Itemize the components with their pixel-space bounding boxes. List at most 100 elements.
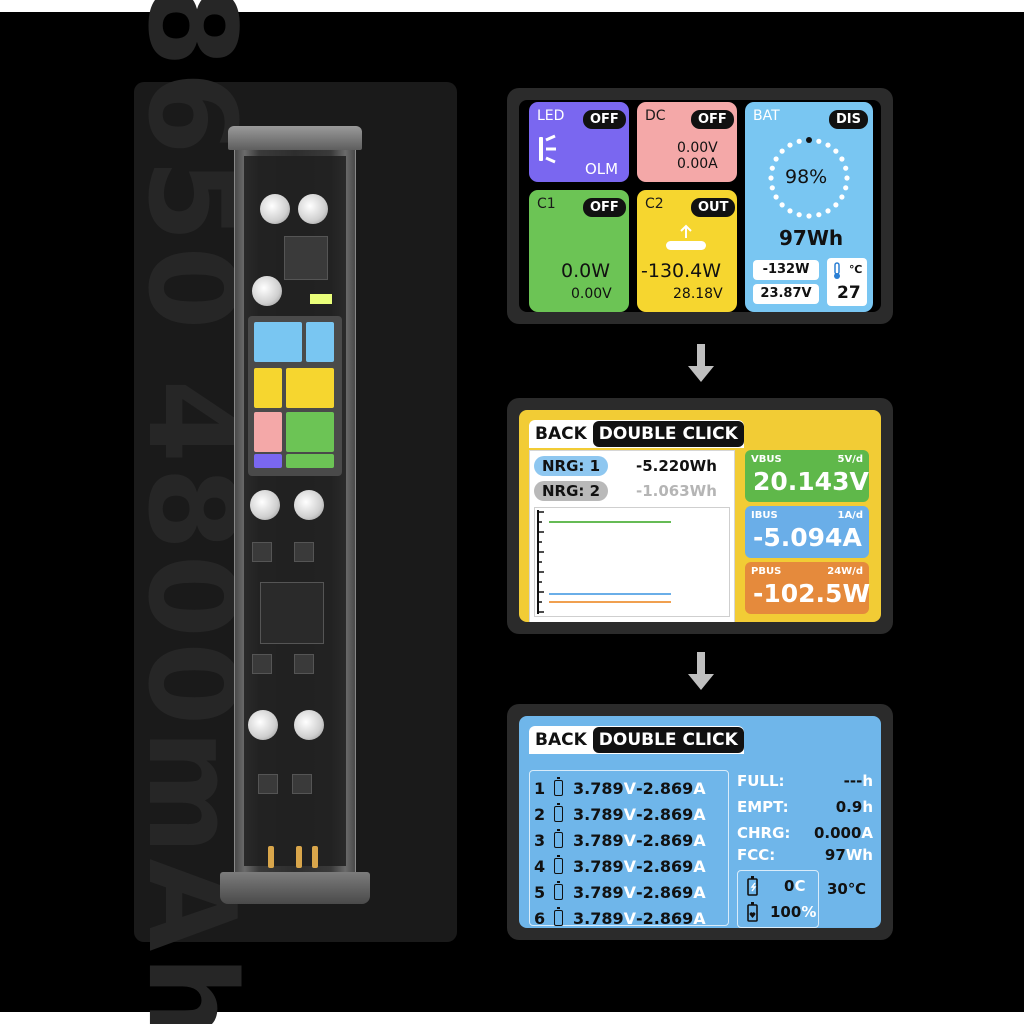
battery-energy: 97Wh bbox=[779, 226, 844, 250]
cell-current: -2.869 bbox=[636, 856, 694, 876]
battery-percent: 98% bbox=[785, 166, 828, 188]
down-arrow-icon bbox=[688, 652, 714, 692]
capacitor bbox=[294, 710, 324, 740]
cell-current: -2.869 bbox=[636, 804, 694, 824]
cell-current-unit: A bbox=[693, 856, 706, 876]
led-state-badge: OFF bbox=[583, 110, 626, 129]
battery-state-badge: DIS bbox=[829, 110, 868, 129]
empty-label: EMPT: bbox=[737, 798, 789, 816]
c2-power: -130.4W bbox=[641, 260, 722, 282]
energy-detail-screen: BACK DOUBLE CLICK NRG: 1 -5.220Wh NRG: 2… bbox=[507, 398, 893, 634]
cell-index: 6 bbox=[534, 908, 546, 928]
back-button[interactable]: BACK bbox=[535, 730, 587, 750]
cell-voltage-unit: V bbox=[623, 856, 636, 876]
chip bbox=[252, 654, 272, 674]
bottom-cap bbox=[220, 872, 370, 904]
trend-plot-svg bbox=[537, 510, 671, 614]
mini-c1-tile bbox=[286, 412, 334, 452]
cell-current-unit: A bbox=[693, 830, 706, 850]
device-display bbox=[248, 316, 342, 476]
cell-current: -2.869 bbox=[636, 882, 694, 902]
cell-battery-icon bbox=[554, 855, 563, 874]
cell-current: -2.869 bbox=[636, 830, 694, 850]
ibus-card: IBUS 1A/d -5.094A bbox=[745, 506, 869, 558]
mini-dc-tile bbox=[254, 412, 282, 452]
energy-value-2: -1.063Wh bbox=[636, 482, 717, 500]
dc-current: 0.00A bbox=[677, 156, 718, 172]
empty-value: 0.9 bbox=[835, 798, 863, 816]
health-unit: % bbox=[801, 903, 817, 921]
c1-state-badge: OFF bbox=[583, 198, 626, 217]
dc-tile[interactable]: DC OFF 0.00V 0.00A bbox=[637, 102, 737, 182]
ring-dot bbox=[825, 208, 831, 214]
c2-tile[interactable]: C2 OUT -130.4W 28.18V bbox=[637, 190, 737, 312]
battery-voltage: 23.87V bbox=[753, 284, 819, 304]
inductor-chip bbox=[284, 236, 328, 280]
ring-dot bbox=[779, 202, 785, 208]
charge-label: CHRG: bbox=[737, 824, 791, 842]
cell-voltage: 3.789 bbox=[573, 856, 624, 876]
energy-tag-1: NRG: 1 bbox=[534, 456, 609, 476]
vbus-scale: 5V/d bbox=[837, 454, 863, 465]
c1-power: 0.0W bbox=[561, 260, 611, 282]
dc-voltage: 0.00V bbox=[677, 140, 718, 156]
power-bank-device bbox=[220, 126, 370, 904]
chip bbox=[294, 654, 314, 674]
ring-dot bbox=[816, 138, 822, 144]
cell-voltage-unit: V bbox=[623, 778, 636, 798]
cell-current-unit: A bbox=[693, 778, 706, 798]
double-click-hint: DOUBLE CLICK bbox=[592, 421, 744, 447]
screen-header: BACK DOUBLE CLICK bbox=[529, 420, 744, 448]
back-button[interactable]: BACK bbox=[535, 424, 587, 444]
cell-voltage-unit: V bbox=[623, 882, 636, 902]
ring-dot bbox=[825, 142, 831, 148]
vbus-label: VBUS bbox=[751, 454, 782, 465]
top-cap bbox=[228, 126, 362, 150]
battery-tile[interactable]: BAT DIS 98% 97Wh -132W 23.87V ℃ 27 bbox=[745, 102, 873, 312]
c2-label: C2 bbox=[645, 196, 664, 212]
ring-dot bbox=[833, 202, 839, 208]
battery-power: -132W bbox=[753, 260, 819, 280]
cell-voltage: 3.789 bbox=[573, 778, 624, 798]
cycle-health-box: 0C 100% bbox=[737, 870, 819, 928]
temperature-box: ℃ 27 bbox=[827, 258, 867, 306]
ring-dot bbox=[839, 156, 845, 162]
cell-current-unit: A bbox=[693, 882, 706, 902]
chip bbox=[294, 542, 314, 562]
energy-value-1: -5.220Wh bbox=[636, 457, 717, 475]
ring-dot bbox=[806, 213, 812, 219]
empty-time-row: EMPT: 0.9h bbox=[737, 798, 877, 816]
cell-voltage: 3.789 bbox=[573, 882, 624, 902]
cell-temperature: 30℃ bbox=[827, 880, 867, 898]
cycle-value: 0 bbox=[784, 877, 795, 895]
fcc-row: FCC: 97Wh bbox=[737, 846, 877, 864]
c1-label: C1 bbox=[537, 196, 556, 212]
connector-pins bbox=[268, 846, 320, 876]
main-status-screen: LED OFF OLM DC OFF 0.00V 0.00A BAT bbox=[507, 88, 893, 324]
ring-dot bbox=[796, 212, 802, 218]
cell-voltage-unit: V bbox=[623, 908, 636, 928]
cell-current: -2.869 bbox=[636, 778, 694, 798]
c1-tile[interactable]: C1 OFF 0.0W 0.00V bbox=[529, 190, 629, 312]
pbus-label: PBUS bbox=[751, 566, 782, 577]
full-value: --- bbox=[843, 772, 863, 790]
ring-dot bbox=[787, 142, 793, 148]
charge-current-row: CHRG: 0.000A bbox=[737, 824, 877, 842]
vbus-value: 20.143V bbox=[753, 467, 869, 496]
mini-led-tile bbox=[254, 454, 282, 468]
pin bbox=[268, 846, 274, 868]
chip bbox=[252, 542, 272, 562]
energy-panel: NRG: 1 -5.220Wh NRG: 2 -1.063Wh bbox=[529, 450, 735, 622]
screen-content: LED OFF OLM DC OFF 0.00V 0.00A BAT bbox=[519, 100, 881, 312]
screen-header: BACK DOUBLE CLICK bbox=[529, 726, 744, 754]
led-tile[interactable]: LED OFF OLM bbox=[529, 102, 629, 182]
down-arrow-icon bbox=[688, 344, 714, 384]
mini-c2-tile bbox=[286, 368, 334, 408]
cell-voltage-unit: V bbox=[623, 804, 636, 824]
energy-row-1: NRG: 1 bbox=[534, 456, 609, 476]
cell-current-unit: A bbox=[693, 804, 706, 824]
